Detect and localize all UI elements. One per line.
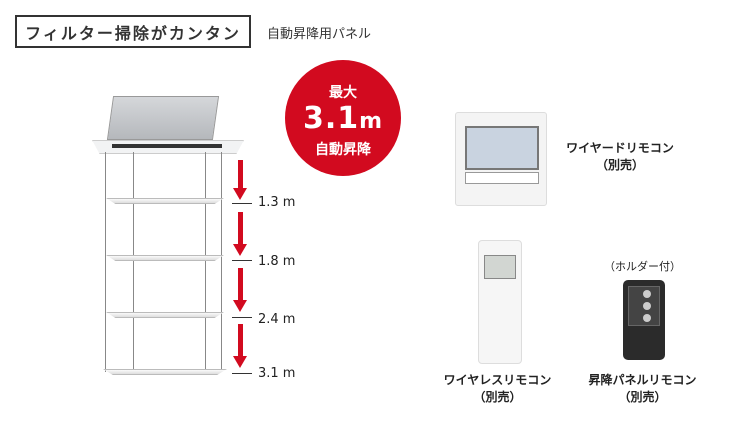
remote-name: ワイヤードリモコン — [566, 141, 674, 155]
remote-note: （別売） — [473, 390, 522, 404]
wired-remote-image — [455, 112, 547, 206]
holder-note: （ホルダー付） — [604, 260, 681, 273]
remote-note: （別売） — [618, 390, 667, 404]
down-arrow-icon — [233, 160, 247, 200]
panel-remote-label: 昇降パネルリモコン （別売） — [575, 372, 710, 406]
wire — [205, 152, 206, 372]
down-button-icon — [643, 314, 651, 322]
down-arrow-icon — [233, 324, 247, 368]
badge-value: 3.1 — [302, 101, 360, 136]
height-tick — [232, 203, 252, 204]
height-label: 1.8 m — [258, 254, 296, 269]
max-height-badge: 最大 3.1m 自動昇降 — [285, 60, 401, 176]
height-tick — [232, 373, 252, 374]
remote-screen — [465, 126, 539, 170]
feature-title: フィルター掃除がカンタン — [15, 15, 251, 48]
remote-note: （別売） — [595, 158, 644, 172]
wired-remote-label: ワイヤードリモコン （別売） — [555, 140, 685, 174]
remote-buttons — [465, 172, 539, 184]
unit-slot — [112, 144, 222, 148]
height-label: 2.4 m — [258, 312, 296, 327]
panel-position-4 — [103, 369, 227, 375]
unit-body — [106, 96, 220, 140]
height-label: 3.1 m — [258, 366, 296, 381]
down-arrow-icon — [233, 268, 247, 312]
stop-button-icon — [643, 302, 651, 310]
remote-name: 昇降パネルリモコン — [588, 373, 697, 387]
panel-position-1 — [106, 198, 224, 204]
panel-position-2 — [106, 255, 224, 261]
wire — [105, 152, 106, 372]
down-arrow-icon — [233, 212, 247, 256]
height-tick — [232, 317, 252, 318]
wire — [221, 152, 222, 372]
panel-remote-image — [623, 280, 665, 360]
height-label: 1.3 m — [258, 195, 296, 210]
remote-screen — [484, 255, 516, 279]
feature-subtitle: 自動昇降用パネル — [267, 27, 372, 42]
panel-position-3 — [106, 312, 224, 318]
badge-label: 最大 — [329, 85, 357, 101]
up-button-icon — [643, 290, 651, 298]
wire — [133, 152, 134, 372]
height-tick — [232, 260, 252, 261]
remote-name: ワイヤレスリモコン — [443, 373, 552, 387]
badge-caption: 自動昇降 — [315, 142, 371, 158]
wireless-remote-image — [478, 240, 522, 364]
wireless-remote-label: ワイヤレスリモコン （別売） — [430, 372, 565, 406]
badge-unit: m — [359, 109, 384, 134]
